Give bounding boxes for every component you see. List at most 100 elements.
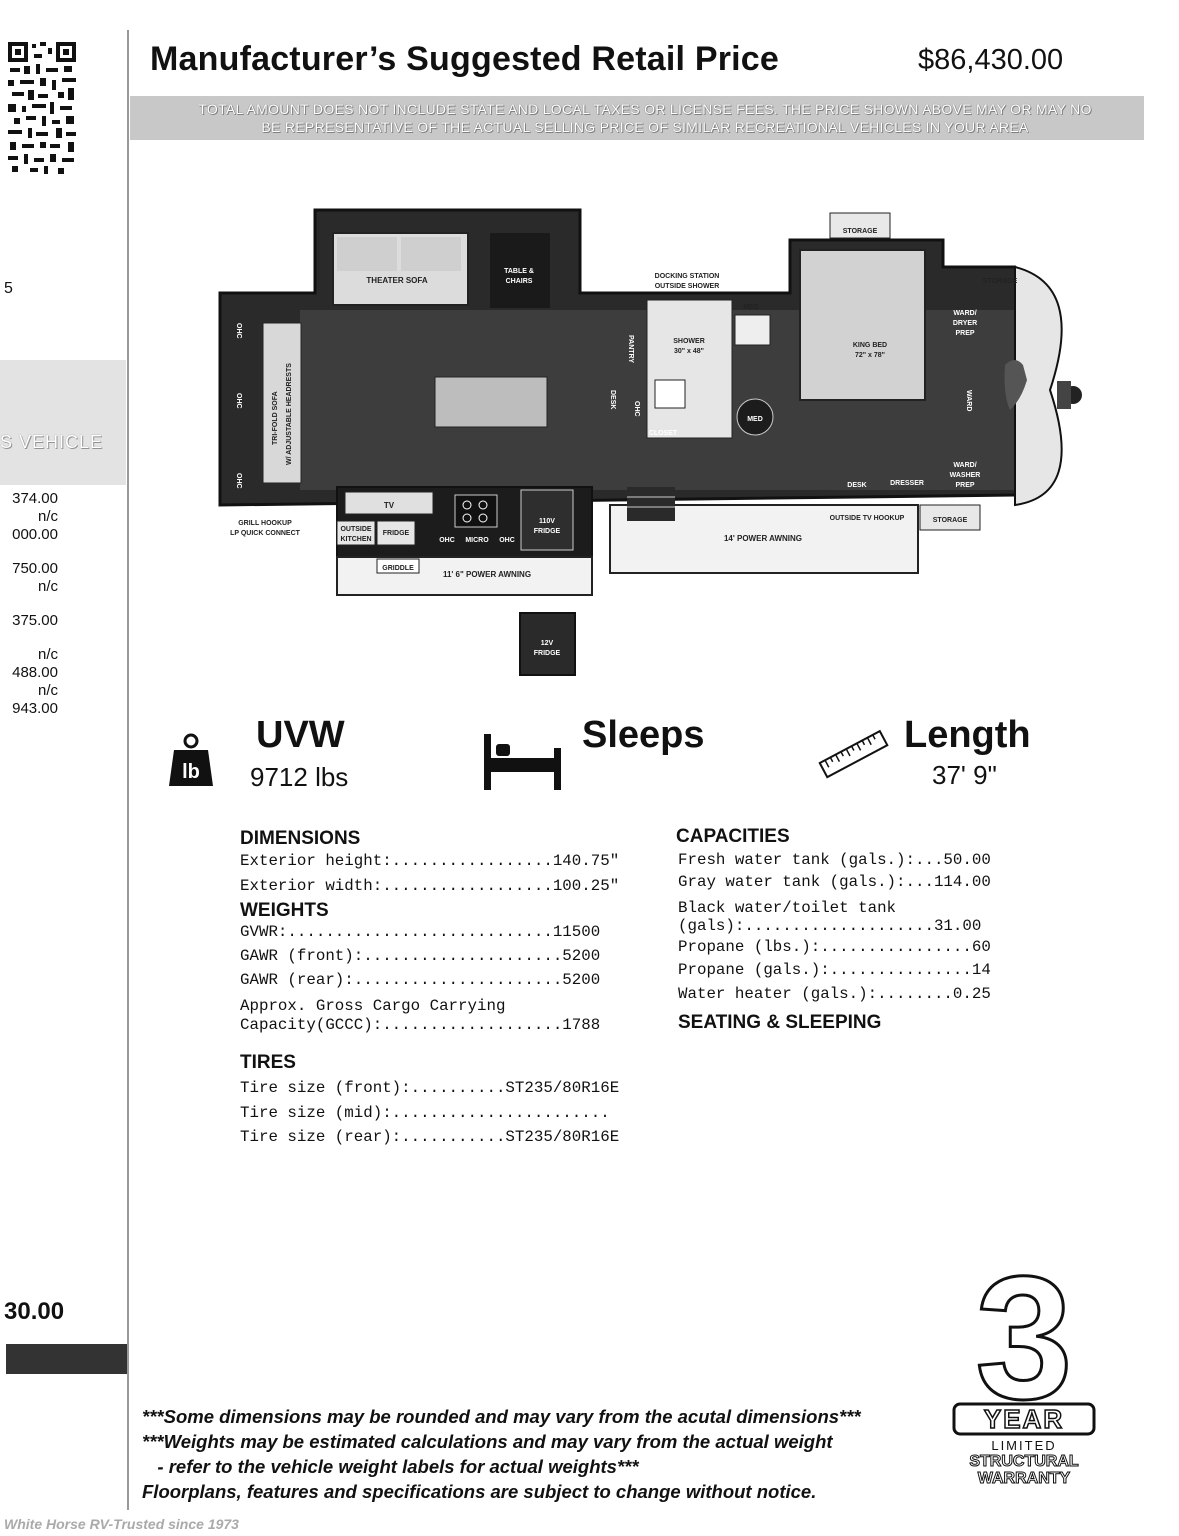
- ward-washer-label: PREP: [955, 482, 974, 489]
- spec-line: Approx. Gross Cargo Carrying: [240, 997, 506, 1015]
- spec-line: Gray water tank (gals.):...114.00: [678, 873, 991, 891]
- disclaimer-line: BE REPRESENTATIVE OF THE ACTUAL SELLING …: [261, 119, 1029, 135]
- footnote-line: - refer to the vehicle weight labels for…: [142, 1456, 639, 1477]
- spec-line: Exterior width:..................100.25": [240, 877, 620, 895]
- floorplan-diagram: THEATER SOFA TABLE & CHAIRS KING BED 72"…: [218, 208, 1082, 676]
- storage-label: STORAGE: [843, 228, 878, 235]
- fridge-label: FRIDGE: [383, 530, 410, 537]
- fridge-12v-label: 12V: [541, 640, 554, 647]
- front-cap: [1014, 265, 1063, 507]
- left-strip: 5 S VEHICLE 374.00 n/c 000.00 750.00 n/c…: [0, 0, 130, 1536]
- left-value: 488.00: [12, 664, 58, 681]
- left-value: 000.00: [12, 526, 58, 543]
- outside-kitchen-label: OUTSIDE: [340, 526, 371, 533]
- spec-line: Water heater (gals.):........0.25: [678, 985, 991, 1003]
- disclaimer-band: [130, 96, 1144, 140]
- footnote-line: ***Some dimensions may be rounded and ma…: [142, 1406, 861, 1427]
- qr-code-icon: [6, 40, 80, 176]
- page-title: Manufacturer’s Suggested Retail Price: [150, 40, 780, 78]
- horse-logo-icon: [1004, 360, 1027, 410]
- spec-line: GVWR:............................11500: [240, 923, 601, 941]
- length-label: Length: [904, 714, 1031, 756]
- docking-station-label: OUTSIDE SHOWER: [655, 283, 720, 290]
- table-chairs-label: CHAIRS: [506, 278, 533, 285]
- awning-11ft-label: 11' 6" POWER AWNING: [443, 570, 531, 579]
- left-value: n/c: [37, 646, 58, 663]
- uvw-label: UVW: [256, 714, 345, 756]
- warranty-year: YEAR: [984, 1404, 1064, 1434]
- spec-line: Black water/toilet tank: [678, 899, 897, 917]
- ward-washer-label: WASHER: [950, 472, 981, 479]
- left-mark: 5: [4, 280, 13, 297]
- ward-washer-label: WARD/: [953, 462, 976, 469]
- spec-line: Tire size (front):..........ST235/80R16E: [240, 1079, 620, 1097]
- ruler-icon: [818, 729, 889, 779]
- desk-label: DESK: [847, 482, 866, 489]
- storage-label: STORAGE: [983, 278, 1018, 285]
- warranty-limited: LIMITED: [991, 1438, 1056, 1453]
- outside-tv-label: OUTSIDE TV HOOKUP: [830, 515, 905, 522]
- warranty-structural: STRUCTURAL: [969, 1453, 1079, 1470]
- weight-icon-text: lb: [182, 761, 200, 783]
- trifold-sofa-label: TRI-FOLD SOFA: [272, 391, 279, 445]
- warranty-warranty: WARRANTY: [978, 1470, 1071, 1487]
- left-section-label: S VEHICLE: [0, 432, 104, 452]
- theater-sofa-label: THEATER SOFA: [366, 276, 427, 285]
- capacities-heading: CAPACITIES: [676, 826, 790, 847]
- ohc-label: OHC: [439, 537, 455, 544]
- outside-kitchen-label: KITCHEN: [340, 536, 371, 543]
- grill-hookup-label: LP QUICK CONNECT: [230, 530, 301, 537]
- footnote-line: ***Weights may be estimated calculations…: [142, 1431, 833, 1452]
- ohc-label: OHC: [235, 473, 242, 489]
- fridge-110v-label: FRIDGE: [534, 528, 561, 535]
- bed-icon: [484, 734, 561, 790]
- tv-label: TV: [384, 501, 395, 510]
- dresser-label: DRESSER: [890, 480, 924, 487]
- tires-heading: TIRES: [240, 1052, 296, 1073]
- spec-line: Exterior height:.................140.75": [240, 852, 620, 870]
- table-chairs-label: TABLE &: [504, 268, 534, 275]
- docking-station-label: DOCKING STATION: [655, 273, 720, 280]
- warranty-badge: 3 YEAR LIMITED STRUCTURAL WARRANTY: [952, 1262, 1096, 1488]
- kitchen-island: [434, 376, 548, 428]
- king-bed-label: KING BED: [853, 342, 887, 349]
- ward-dryer-label: WARD/: [953, 310, 976, 317]
- desk-rot-label: DESK: [609, 390, 616, 409]
- storage-label: STORAGE: [933, 517, 968, 524]
- ohc-label: OHC: [235, 323, 242, 339]
- left-dark-bar: [6, 1344, 128, 1374]
- fridge-12v-label: FRIDGE: [534, 650, 561, 657]
- seating-heading: SEATING & SLEEPING: [678, 1012, 882, 1033]
- grill-hookup-label: GRILL HOOKUP: [238, 520, 292, 527]
- spec-line: Tire size (rear):...........ST235/80R16E: [240, 1128, 620, 1146]
- spec-line: GAWR (rear):......................5200: [240, 971, 601, 989]
- weights-heading: WEIGHTS: [240, 900, 329, 921]
- pantry-label: PANTRY: [627, 335, 634, 363]
- uvw-value: 9712 lbs: [250, 762, 349, 792]
- shower-label: 30" x 48": [674, 348, 704, 355]
- left-value: 943.00: [12, 700, 58, 717]
- column-divider: [127, 30, 129, 1510]
- fridge-110v-label: 110V: [539, 518, 555, 525]
- left-value: 375.00: [12, 612, 58, 629]
- ward-dryer-label: PREP: [955, 330, 974, 337]
- weight-icon: lb: [169, 733, 213, 786]
- left-value: 374.00: [12, 490, 58, 507]
- ohc-label: OHC: [633, 401, 640, 417]
- msrp-price: $86,430.00: [918, 44, 1064, 76]
- griddle-label: GRIDDLE: [382, 565, 414, 572]
- trifold-sofa-label: W/ ADJUSTABLE HEADRESTS: [286, 363, 293, 465]
- footnotes: ***Some dimensions may be rounded and ma…: [142, 1404, 861, 1504]
- left-value: n/c: [37, 578, 58, 595]
- med-label: MED: [743, 304, 759, 311]
- price-disclaimer: TOTAL AMOUNT DOES NOT INCLUDE STATE AND …: [150, 100, 1140, 136]
- fridge-12v: [519, 612, 576, 676]
- left-value: n/c: [37, 682, 58, 699]
- spec-line: GAWR (front):.....................5200: [240, 947, 601, 965]
- left-shaded-band: [0, 360, 126, 485]
- left-price-column: 374.00 n/c 000.00 750.00 n/c 375.00 n/c …: [0, 490, 58, 718]
- spec-line: (gals):....................31.00: [678, 917, 982, 935]
- left-value: 750.00: [12, 560, 58, 577]
- king-bed-label: 72" x 78": [855, 352, 885, 359]
- dimensions-heading: DIMENSIONS: [240, 828, 361, 849]
